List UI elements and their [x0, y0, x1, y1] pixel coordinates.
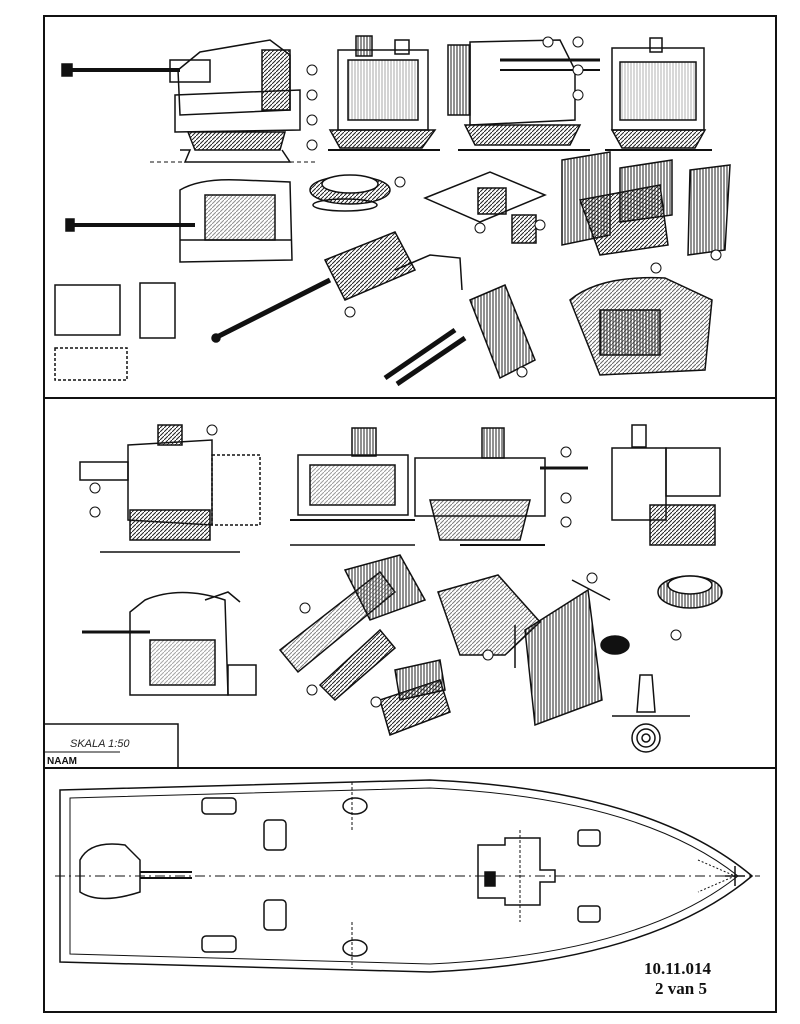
- turret-front-view: [328, 35, 440, 151]
- gun-cradle-view: [65, 178, 293, 263]
- bracket-part: [687, 164, 731, 256]
- mount2-ring-part: [657, 575, 723, 609]
- gun-barrel-part: [211, 231, 463, 343]
- housing-part: [561, 151, 673, 256]
- twin-barrel-part: [383, 284, 536, 387]
- title-box: [44, 723, 179, 768]
- callout-markers-top: [306, 36, 722, 378]
- mount2-frame-part: [524, 579, 630, 727]
- sheet-code: 10.11.014: [644, 959, 712, 978]
- sheet-page-number: 2 van 5: [655, 979, 707, 998]
- turret-section-view: [447, 39, 600, 151]
- mount2-housing-part: [437, 574, 542, 668]
- box-parts: [54, 282, 176, 381]
- mount2-front-view: [290, 427, 415, 546]
- mount2-barrel-part: [278, 554, 427, 702]
- deck-plan: [55, 779, 760, 973]
- mount2-section-view: [414, 427, 588, 546]
- base-plate-part: [423, 171, 547, 244]
- mount2-side-view: [79, 424, 261, 553]
- ring-part: [309, 174, 391, 212]
- mount-body-part: [569, 276, 713, 376]
- mast-detail: [612, 674, 690, 753]
- scale-label: SKALA 1:50: [70, 738, 130, 750]
- mount2-bracket-part: [379, 659, 451, 736]
- turret-side-view: [61, 39, 315, 163]
- callout-markers-middle: [89, 424, 682, 708]
- name-label: NAAM: [47, 756, 77, 767]
- turret-rear-view: [605, 37, 712, 151]
- sheet-frame: [43, 15, 777, 1013]
- mount2-plan-view: [82, 591, 257, 696]
- mount2-rear-view: [611, 424, 721, 546]
